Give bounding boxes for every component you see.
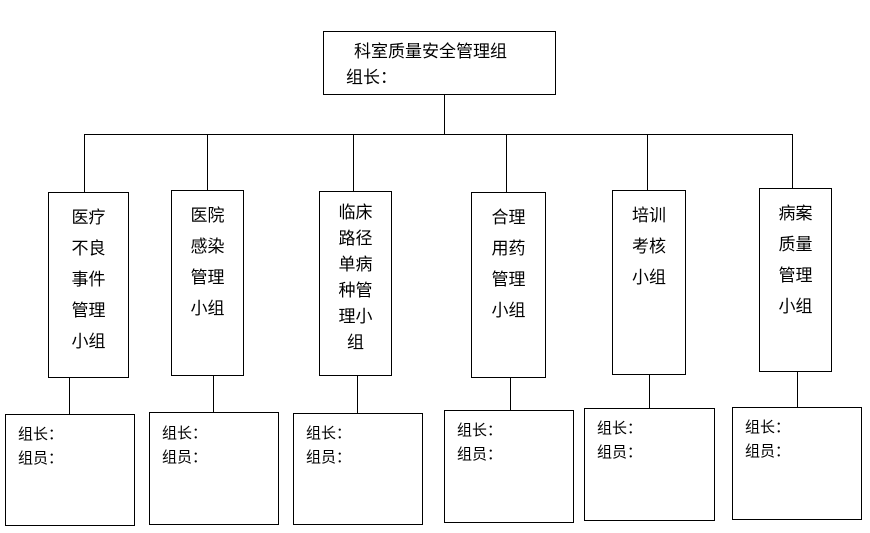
top-group-leader: 组长： — [346, 68, 397, 88]
drop-line-4 — [506, 134, 507, 192]
horizontal-bus-line — [84, 134, 793, 135]
member-leader-6: 组长： — [745, 418, 791, 436]
member-list-3: 组员： — [306, 448, 352, 466]
member-leader-4: 组长： — [457, 421, 503, 439]
group-box-2: 医院 感染 管理 小组 — [171, 190, 244, 376]
member-leader-5: 组长： — [597, 419, 643, 437]
group-box-6: 病案 质量 管理 小组 — [759, 188, 832, 372]
top-group-box: 科室质量安全管理组 组长： — [323, 31, 556, 95]
member-connector-1 — [69, 378, 70, 414]
top-vertical-connector — [444, 95, 445, 135]
member-box-1: 组长： 组员： — [5, 414, 135, 526]
member-connector-4 — [510, 378, 511, 410]
drop-line-3 — [353, 134, 354, 191]
member-list-1: 组员： — [18, 449, 64, 467]
member-box-5: 组长： 组员： — [584, 408, 715, 521]
group-name-4: 合理 用药 管理 小组 — [491, 208, 526, 321]
group-box-3: 临床 路径 单病 种管 理小 组 — [319, 191, 392, 376]
member-list-6: 组员： — [745, 442, 791, 460]
top-group-title: 科室质量安全管理组 — [354, 42, 507, 62]
member-leader-2: 组长： — [162, 424, 208, 442]
group-name-3: 临床 路径 单病 种管 理小 组 — [338, 203, 373, 353]
member-connector-3 — [357, 376, 358, 413]
member-connector-6 — [797, 372, 798, 407]
member-box-6: 组长： 组员： — [732, 407, 862, 520]
group-name-1: 医疗 不良 事件 管理 小组 — [71, 208, 106, 352]
drop-line-1 — [84, 134, 85, 192]
member-connector-2 — [213, 376, 214, 412]
member-box-3: 组长： 组员： — [293, 413, 423, 525]
drop-line-2 — [207, 134, 208, 190]
group-box-4: 合理 用药 管理 小组 — [471, 192, 546, 378]
group-name-5: 培训 考核 小组 — [632, 206, 666, 288]
member-box-2: 组长： 组员： — [149, 412, 279, 525]
group-box-5: 培训 考核 小组 — [612, 190, 686, 375]
member-leader-3: 组长： — [306, 424, 352, 442]
member-list-4: 组员： — [457, 445, 503, 463]
member-box-4: 组长： 组员： — [444, 410, 574, 523]
member-list-2: 组员： — [162, 448, 208, 466]
group-name-2: 医院 感染 管理 小组 — [190, 206, 225, 319]
member-leader-1: 组长： — [18, 425, 64, 443]
drop-line-6 — [792, 134, 793, 188]
group-name-6: 病案 质量 管理 小组 — [778, 204, 813, 317]
member-list-5: 组员： — [597, 443, 643, 461]
member-connector-5 — [649, 375, 650, 408]
drop-line-5 — [647, 134, 648, 190]
group-box-1: 医疗 不良 事件 管理 小组 — [48, 192, 129, 378]
